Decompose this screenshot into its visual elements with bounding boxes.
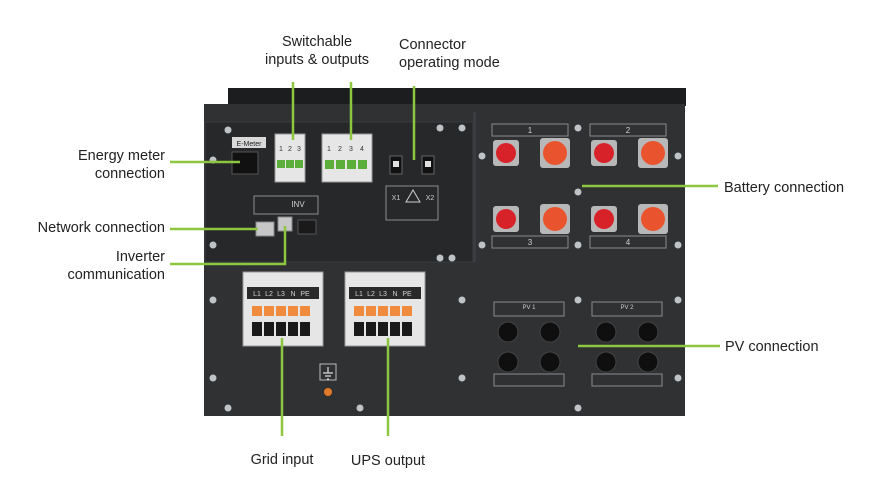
callout-energy-meter: Energy meter connection (40, 147, 165, 183)
callout-ups: UPS output (340, 452, 436, 470)
pv-2-label: PV 2 (620, 305, 634, 311)
x1-label: X1 (392, 195, 401, 202)
callout-network: Network connection (10, 219, 165, 237)
callout-ups-line-1: UPS output (350, 453, 426, 469)
battery-labels (491, 123, 667, 249)
grid-terminal-label-strip (247, 287, 319, 299)
ground-icon (323, 367, 333, 380)
ups-terminal-label-strip (349, 287, 421, 299)
callout-grid: Grid input (232, 451, 332, 469)
ups-terminal-l1: L1 (355, 291, 363, 298)
ups-terminal-levers (354, 306, 412, 316)
switch-terminal-greens-b (325, 160, 367, 169)
ground-plate (319, 363, 337, 381)
switch-number-a-1: 1 (279, 146, 283, 153)
pv-connectors (497, 321, 659, 373)
callout-energy-meter-line-1: Energy meter (77, 148, 165, 164)
pv-1-label: PV 1 (522, 305, 536, 311)
callout-network-line-1: Network connection (37, 220, 165, 236)
callout-battery-line-1: Battery connection (724, 180, 845, 196)
warning-plate (385, 185, 439, 221)
grid-terminal-holes (252, 322, 310, 336)
callout-line-inverter (170, 226, 287, 266)
battery-group-2: 2 (626, 126, 631, 135)
callout-inverter-line-1: Inverter (115, 249, 165, 265)
battery-connectors-top (493, 138, 668, 168)
callout-connector-mode-line-1: Connector (399, 37, 466, 53)
callout-pv-line-1: PV connection (725, 339, 819, 355)
battery-group-4: 4 (626, 238, 631, 247)
ups-terminal-n: N (392, 291, 397, 298)
callout-lines (170, 82, 720, 436)
switch-number-b-3: 3 (349, 146, 353, 153)
switch-terminal-greens-a (277, 160, 303, 168)
mode-switch-knob-2 (425, 161, 431, 167)
ground-bolt (324, 388, 332, 396)
switch-terminal-block-b (321, 133, 373, 183)
switch-number-b-2: 2 (338, 146, 342, 153)
inverter-gland (297, 219, 317, 235)
callout-grid-line-1: Grid input (250, 452, 314, 468)
grid-terminal-l3: L3 (277, 291, 285, 298)
callout-switchable-line-1: Switchable (281, 34, 353, 50)
inv-label-strip (253, 195, 319, 215)
network-port (255, 221, 275, 237)
grid-terminal-l2: L2 (265, 291, 273, 298)
x2-label: X2 (426, 195, 435, 202)
callout-connector-mode: Connector operating mode (399, 36, 500, 72)
ups-terminal-l2: L2 (367, 291, 375, 298)
grid-terminal-n: N (290, 291, 295, 298)
grid-terminal-levers (252, 306, 310, 316)
callout-switchable-line-2: inputs & outputs (265, 52, 369, 68)
device-housing (228, 88, 686, 106)
callout-battery: Battery connection (724, 179, 844, 197)
battery-connectors-bottom (493, 204, 668, 234)
ups-terminal-l3: L3 (379, 291, 387, 298)
ups-terminal-labels: L1 L2 L3 N PE (355, 291, 412, 298)
callout-connector-mode-line-2: operating mode (399, 55, 500, 71)
emeter-label: E-Meter (237, 141, 263, 148)
panel-vertical-divider (473, 112, 476, 262)
grid-terminal-pe: PE (300, 291, 310, 298)
warning-icon (405, 189, 421, 203)
ups-terminal-pe: PE (402, 291, 412, 298)
mode-switch-knob-1 (393, 161, 399, 167)
callout-energy-meter-line-2: connection (94, 166, 165, 182)
switch-terminal-block-a (274, 133, 306, 183)
emeter-label-plate (232, 137, 266, 148)
callout-inverter-line-2: communication (67, 267, 165, 283)
grid-terminal-labels: L1 L2 L3 N PE (253, 291, 310, 298)
callout-inverter: Inverter communication (40, 248, 165, 284)
callout-switchable: Switchable inputs & outputs (255, 33, 379, 69)
battery-group-3: 3 (528, 238, 533, 247)
inv-label: INV (291, 200, 305, 209)
switch-number-a-3: 3 (297, 146, 301, 153)
grid-terminal-l1: L1 (253, 291, 261, 298)
switch-number-a-2: 2 (288, 146, 292, 153)
switch-number-b-4: 4 (360, 146, 364, 153)
battery-group-1: 1 (528, 126, 533, 135)
callout-pv: PV connection (725, 338, 819, 356)
switch-number-b-1: 1 (327, 146, 331, 153)
pv-label-plates (493, 301, 663, 387)
ups-terminal-holes (354, 322, 412, 336)
panel-screws (209, 124, 682, 412)
